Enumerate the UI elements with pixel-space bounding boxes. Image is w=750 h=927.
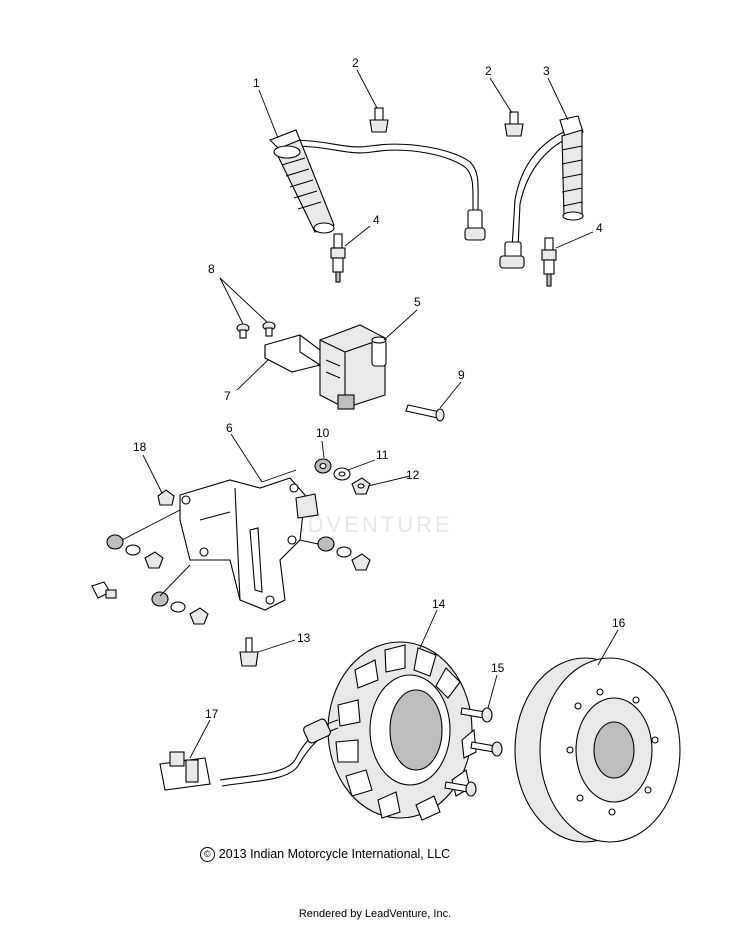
bolt-15-b [470,741,503,757]
washer-11 [333,467,351,481]
mounting-bracket-6 [179,477,319,611]
stator-14 [327,641,477,821]
flywheel-16 [514,657,681,843]
callout-8: 8 [208,262,215,276]
copyright-notice: ©2013 Indian Motorcycle International, L… [0,847,650,862]
callout-18: 18 [133,440,147,454]
callout-4-right: 4 [596,221,603,235]
spark-plug-left [330,233,346,283]
callout-11: 11 [376,448,389,462]
sensor [91,581,117,599]
nut-18 [157,489,175,506]
grommet-row3 [106,534,164,569]
callout-5: 5 [414,295,421,309]
callout-4-left: 4 [373,213,380,227]
callout-6: 6 [226,421,233,435]
callout-1: 1 [253,76,260,90]
grommet-10 [314,458,332,474]
callouts: 1 2 2 3 4 4 5 6 7 8 9 10 11 12 13 14 15 … [133,56,626,721]
bracket-7 [264,334,321,373]
callout-12: 12 [406,468,420,482]
screw-8-left [236,323,250,339]
callout-16: 16 [612,616,626,630]
stator-harness-17 [159,718,339,791]
watermark-text: ADVENTURE [290,512,453,537]
bolt-15-c [444,781,477,797]
callout-15: 15 [491,661,505,675]
bolt-12 [351,477,371,495]
callout-9: 9 [458,368,465,382]
rendered-by-text: Rendered by LeadVenture, Inc. [298,908,452,920]
callout-2-left: 2 [352,56,359,70]
screw-9 [405,404,445,422]
ignition-coil-right [499,115,584,269]
callout-7: 7 [224,389,231,403]
callout-2-right: 2 [485,64,492,78]
screw-8-right [262,321,276,337]
callout-14: 14 [432,597,446,611]
copyright-symbol: © [199,847,215,862]
ignition-coil-left [269,129,486,241]
callout-13: 13 [297,631,311,645]
callout-17: 17 [205,707,219,721]
copyright-text: 2013 Indian Motorcycle International, LL… [218,847,451,861]
spark-plug-right [541,237,557,287]
grommet-row2 [317,536,371,571]
ignition-module-5 [319,324,387,410]
leader-lines [121,69,619,759]
grommet-row4 [151,591,209,625]
bolt-15-a [460,707,493,723]
callout-10: 10 [316,426,330,440]
callout-3: 3 [543,64,550,78]
bolt-2-left [369,107,389,133]
stud-13 [239,637,259,667]
bolt-2-right [504,111,524,137]
